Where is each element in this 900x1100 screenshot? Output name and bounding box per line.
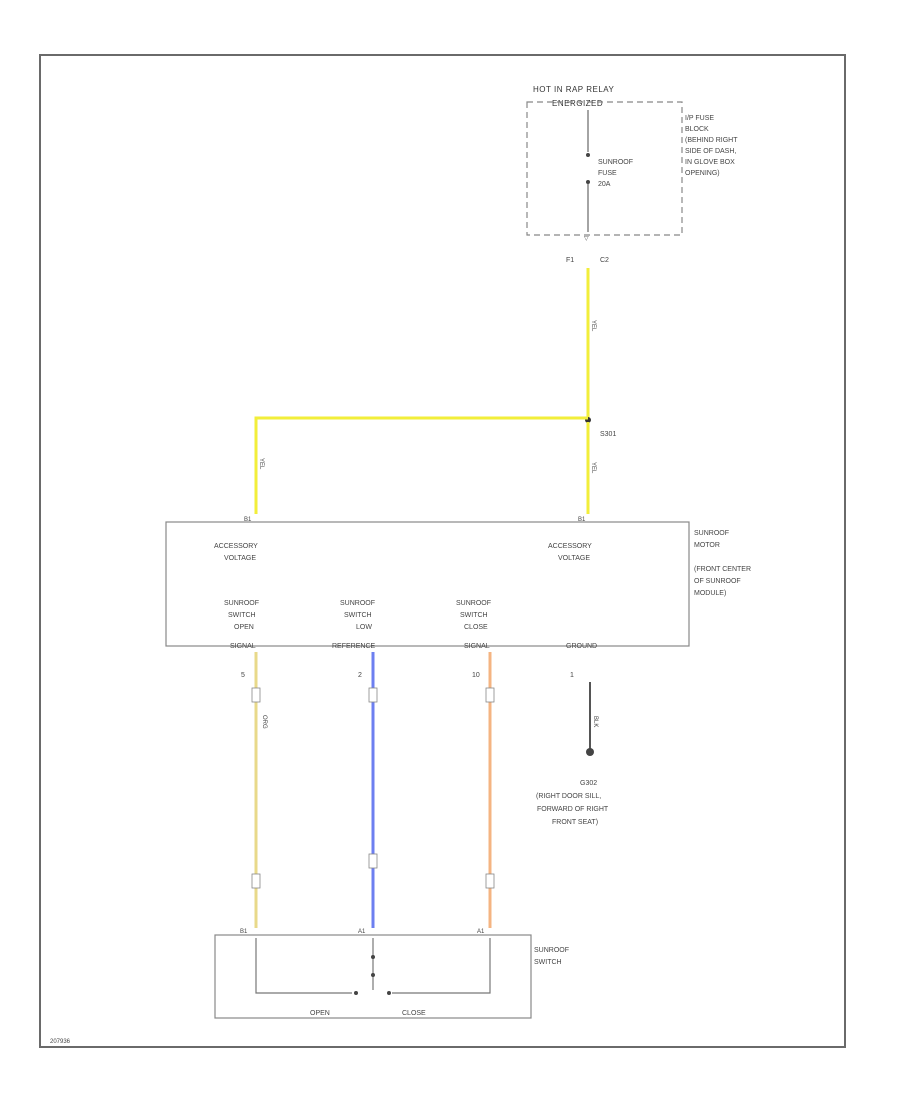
fuse-block-label-6: OPENING) [685, 170, 720, 177]
fuse-pin-right: C2 [600, 257, 609, 264]
wire-yel-left-label: YEL [258, 458, 264, 470]
fuse-terminal-top [586, 153, 590, 157]
wire-yel-feed-label: YEL [590, 320, 596, 332]
fuse-connector-mark: ▽ [584, 236, 589, 242]
motor-low-line2: SWITCH [344, 612, 372, 619]
fuse-block-label-4: SIDE OF DASH, [685, 148, 736, 155]
connector-tick-open-1 [251, 687, 261, 703]
switch-open-label: OPEN [310, 1010, 330, 1017]
ground-label-2: (RIGHT DOOR SILL, [536, 793, 601, 800]
connector-tick-close-1 [485, 687, 495, 703]
motor-label-1: SUNROOF [694, 530, 729, 537]
motor-label-5: MODULE) [694, 590, 726, 597]
switch-close-label: CLOSE [402, 1010, 426, 1017]
ground-label-4: FRONT SEAT) [552, 819, 598, 826]
motor-close-line4: SIGNAL [464, 643, 490, 650]
motor-close-line3: CLOSE [464, 624, 488, 631]
motor-pin-acc-right: B1 [578, 517, 586, 523]
motor-pin-open: 5 [241, 672, 245, 679]
motor-pin-ground: 1 [570, 672, 574, 679]
wire-open-label: ORG [261, 715, 267, 729]
motor-acc-left-line1: ACCESSORY [214, 543, 258, 550]
motor-pin-low: 2 [358, 672, 362, 679]
motor-pin-close: 10 [472, 672, 480, 679]
fuse-block-label-5: IN GLOVE BOX [685, 159, 735, 166]
motor-low-line3: LOW [356, 624, 372, 631]
motor-open-line1: SUNROOF [224, 600, 259, 607]
motor-low-line4: REFERENCE [332, 643, 376, 650]
switch-label-1: SUNROOF [534, 947, 569, 954]
wire-blk-label: BLK [592, 716, 598, 727]
switch-common-dot-1 [371, 955, 375, 959]
motor-open-line2: SWITCH [228, 612, 256, 619]
motor-close-line1: SUNROOF [456, 600, 491, 607]
connector-tick-open-2 [251, 873, 261, 889]
sunroof-switch-box [214, 934, 532, 1019]
fuse-terminal-bottom [586, 180, 590, 184]
fuse-block-label-1: I/P FUSE [685, 115, 714, 122]
motor-label-3: (FRONT CENTER [694, 566, 751, 573]
sunroof-motor-box [165, 521, 690, 647]
ground-dot [586, 748, 594, 756]
fuse-label-line3: 20A [598, 181, 611, 188]
motor-low-line1: SUNROOF [340, 600, 375, 607]
motor-acc-right-line2: VOLTAGE [558, 555, 590, 562]
motor-label-2: MOTOR [694, 542, 720, 549]
switch-pin-center: A1 [358, 929, 366, 935]
fuse-block-box [526, 101, 683, 236]
fuse-label-line2: FUSE [598, 170, 617, 177]
switch-pin-right: A1 [477, 929, 485, 935]
motor-acc-left-line2: VOLTAGE [224, 555, 256, 562]
fuse-block-label-3: (BEHIND RIGHT [685, 137, 738, 144]
motor-pin-acc-left: B1 [244, 517, 252, 523]
wire-yel-right-label: YEL [590, 462, 596, 474]
switch-open-contact-path [255, 938, 352, 994]
switch-common-dot-2 [371, 973, 375, 977]
fuse-label-line1: SUNROOF [598, 159, 633, 166]
fuse-block-label-2: BLOCK [685, 126, 709, 133]
connector-tick-low-1 [368, 687, 378, 703]
relay-label-line2: ENERGIZED [552, 99, 603, 108]
relay-label-line1: HOT IN RAP RELAY [533, 85, 615, 94]
motor-acc-right-line1: ACCESSORY [548, 543, 592, 550]
footer-code: 207936 [50, 1039, 71, 1045]
switch-close-contact [387, 991, 391, 995]
fuse-pin-left: F1 [566, 257, 574, 264]
switch-label-2: SWITCH [534, 959, 562, 966]
switch-pin-left: B1 [240, 929, 248, 935]
wire-yel-branch [254, 416, 588, 514]
switch-open-contact [354, 991, 358, 995]
connector-tick-low-2 [368, 853, 378, 869]
diagram-frame [39, 54, 846, 1048]
ground-label-3: FORWARD OF RIGHT [537, 806, 609, 813]
connector-tick-close-2 [485, 873, 495, 889]
switch-close-contact-path [392, 938, 491, 994]
motor-close-line2: SWITCH [460, 612, 488, 619]
ground-label-1: G302 [580, 780, 597, 787]
splice-label: S301 [600, 431, 616, 438]
motor-label-4: OF SUNROOF [694, 578, 741, 585]
motor-ground-label: GROUND [566, 643, 597, 650]
motor-open-line3: OPEN [234, 624, 254, 631]
motor-open-line4: SIGNAL [230, 643, 256, 650]
